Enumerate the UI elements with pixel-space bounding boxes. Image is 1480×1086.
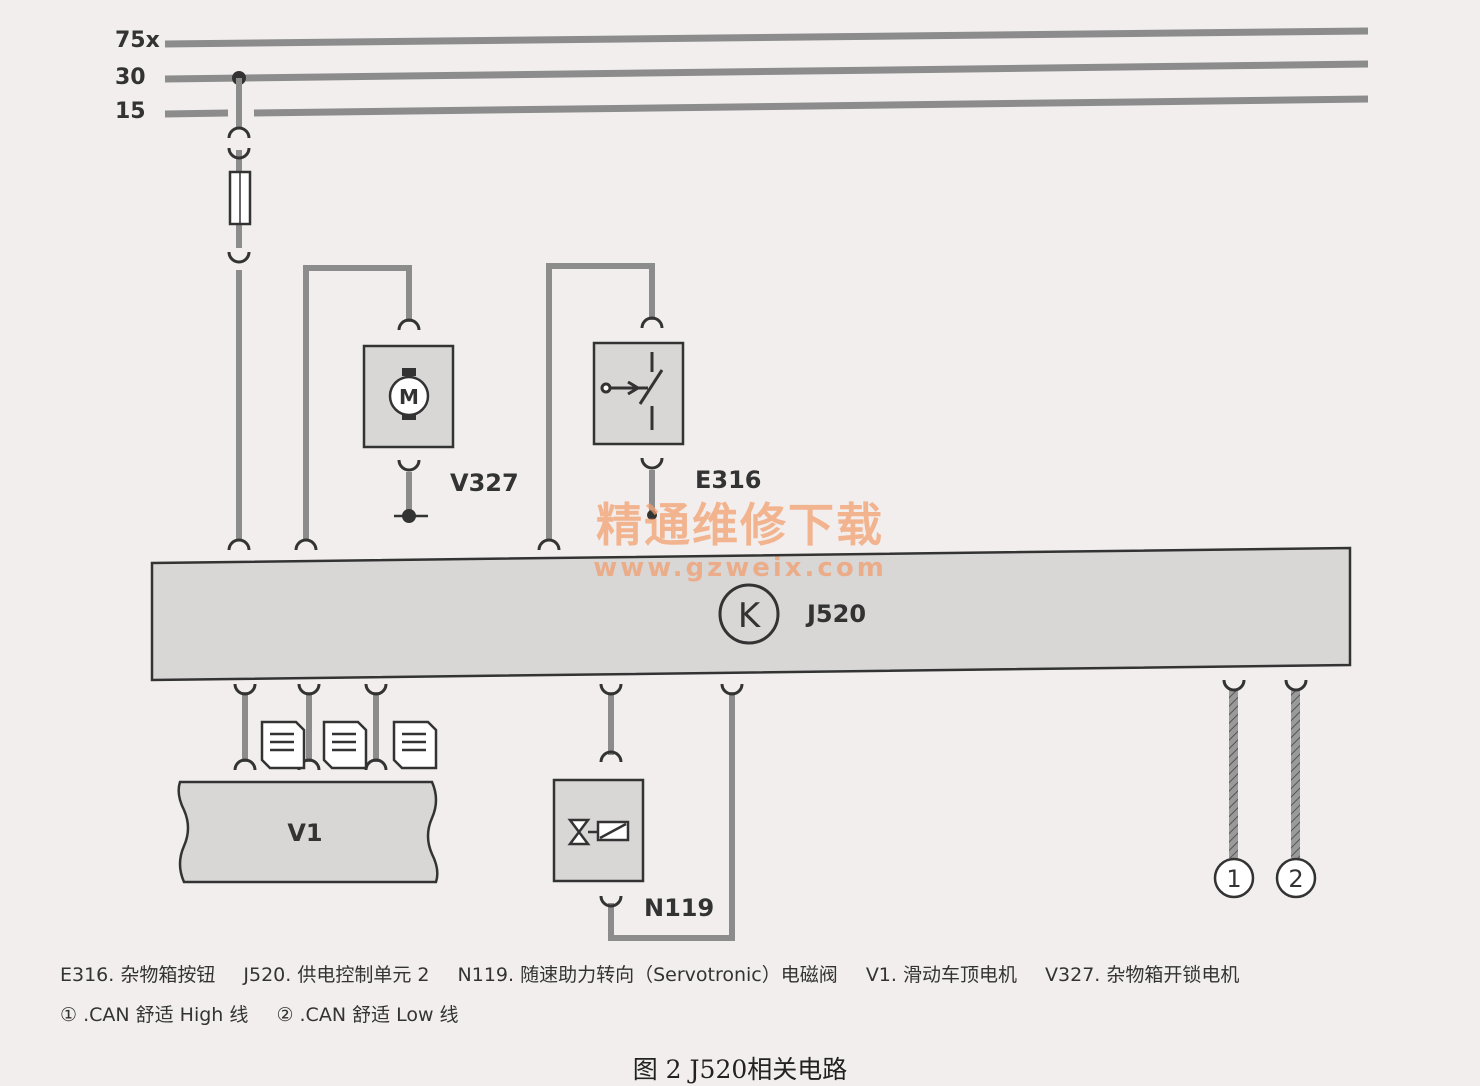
plug-v1-3: [364, 758, 388, 771]
plug-e316-top: [640, 316, 664, 329]
j520-module-icon: [718, 583, 780, 645]
plug-j520-bottom-4: [599, 683, 623, 696]
plug-v327-bottom: [397, 459, 421, 472]
bus-15-line: [164, 109, 229, 118]
connector-symbols: [227, 126, 1308, 908]
plug-n119-top: [599, 750, 623, 763]
e316-lower-dot: [647, 510, 657, 520]
bus-15-line-right: [253, 95, 1369, 117]
bus-75x-line: [164, 27, 1369, 48]
plug-n119-bottom: [599, 895, 623, 908]
plug-v1-1: [233, 758, 257, 771]
plug-j520-bottom-7: [1284, 679, 1308, 692]
motor-symbol-label: M: [399, 385, 419, 409]
plug-j520-bottom-3: [364, 683, 388, 696]
plug-j520-bottom-1: [233, 683, 257, 696]
can-low-marker-label: 2: [1288, 865, 1303, 893]
j520-label: J520: [805, 600, 866, 628]
legend-v327: V327. 杂物箱开锁电机: [1045, 964, 1240, 986]
bus-30-line: [164, 60, 1369, 83]
document-icons: [260, 720, 438, 770]
module-symbol-label: K: [738, 596, 762, 636]
v1-label: V1: [287, 819, 322, 847]
legend-v1: V1. 滑动车顶电机: [865, 964, 1017, 986]
v327-label: V327: [450, 469, 519, 497]
wire-n119-return: [608, 692, 735, 941]
bus-label-75x: 75x: [115, 28, 160, 53]
can-low-wire: [1291, 690, 1300, 858]
legend-e316: E316. 杂物箱按钮: [60, 964, 216, 986]
figure-title: 图 2 J520相关电路: [632, 1055, 848, 1084]
motor-brush-top: [402, 368, 416, 376]
legend-can-low: ② .CAN 舒适 Low 线: [276, 1004, 459, 1026]
bus-label-15: 15: [115, 99, 146, 124]
watermark-url: www.gzweix.com: [593, 553, 887, 583]
wire-j520-to-e316: [546, 263, 655, 540]
can-high-wire: [1229, 690, 1238, 858]
plug-j520-top-2: [294, 538, 318, 551]
legend-can-high: ① .CAN 舒适 High 线: [60, 1004, 249, 1026]
plug-j520-bottom-5: [720, 683, 744, 696]
plug-j520-top-1: [227, 538, 251, 551]
bus-lines: [164, 27, 1369, 118]
v1-box: [177, 780, 439, 884]
e316-label: E316: [695, 466, 762, 494]
can-low-marker: [1275, 857, 1317, 899]
document-icon-1: [260, 720, 306, 770]
plug-v327-top: [397, 318, 421, 331]
document-icon-2: [322, 720, 368, 770]
can-high-marker: [1213, 857, 1255, 899]
circuit-diagram: 75x 30 15: [115, 27, 1369, 941]
plug-fuse-bottom: [227, 251, 251, 264]
wire-j520-to-v327: [303, 265, 412, 540]
watermark-text-cn: 精通维修下载: [596, 498, 884, 552]
motor-icon: [388, 375, 430, 417]
switch-icon: [600, 352, 664, 430]
plug-j520-bottom-2: [297, 683, 321, 696]
legend-j520: J520. 供电控制单元 2: [243, 964, 430, 986]
plug-e316-bottom: [640, 457, 664, 470]
ground-dot: [402, 509, 416, 523]
legend: E316. 杂物箱按钮 J520. 供电控制单元 2 N119. 随速助力转向（…: [60, 955, 1460, 1035]
can-high-marker-label: 1: [1226, 865, 1241, 893]
plug-j520-bottom-6: [1222, 679, 1246, 692]
plug-fuse-top: [227, 126, 251, 160]
plug-j520-top-3: [537, 538, 561, 551]
wires: [236, 78, 735, 941]
document-icon-3: [392, 720, 438, 770]
watermark: 精通维修下载 www.gzweix.com: [565, 497, 915, 583]
e316-box: [592, 341, 685, 446]
legend-n119: N119. 随速助力转向（Servotronic）电磁阀: [457, 964, 838, 986]
valve-icon: [567, 818, 630, 846]
bus-label-30: 30: [115, 65, 146, 90]
n119-label: N119: [644, 894, 714, 922]
